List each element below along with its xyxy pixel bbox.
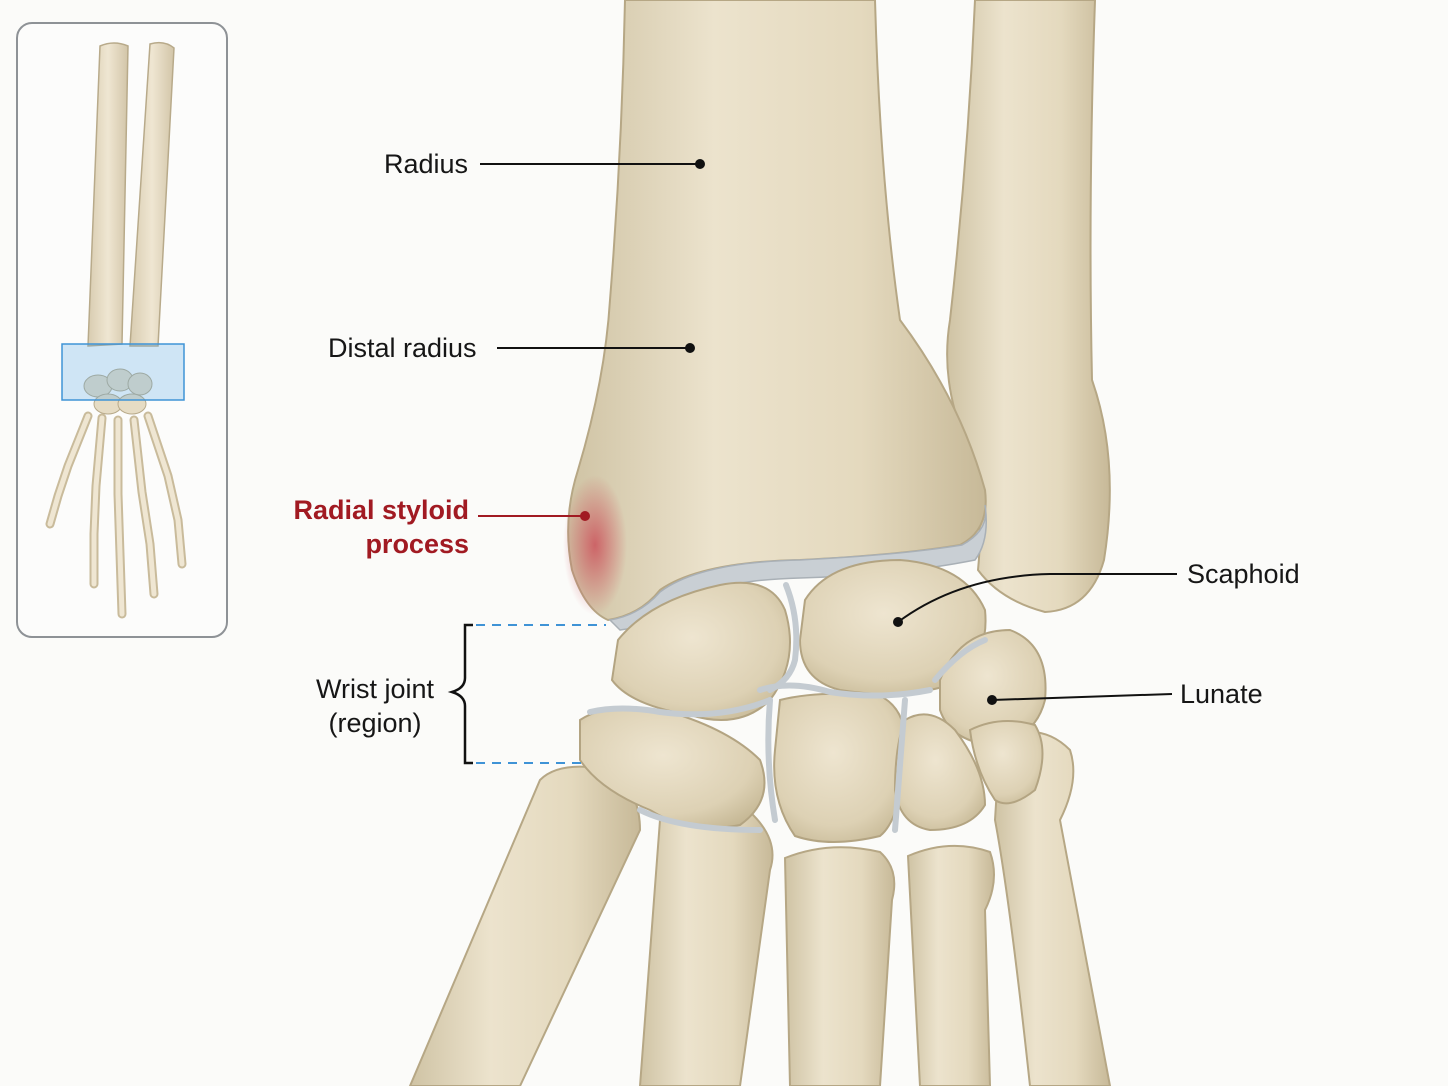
region-highlight-box	[61, 343, 185, 401]
bracket-icon	[447, 623, 606, 765]
radius-bone	[567, 0, 987, 622]
ulna-bone	[946, 0, 1111, 614]
lunate-bone	[939, 628, 1047, 747]
label-radius: Radius	[384, 149, 469, 179]
label-distal-radius: Distal radius	[328, 333, 477, 363]
label-wrist-joint: Wrist joint (region)	[300, 672, 450, 740]
label-radial-styloid-line2: process	[365, 529, 469, 559]
label-scaphoid: Scaphoid	[1187, 559, 1300, 589]
forearm-skeleton-icon	[45, 41, 187, 619]
styloid-highlight	[563, 475, 627, 615]
lunate-leader	[991, 693, 1173, 701]
label-wrist-joint-line2: (region)	[328, 708, 422, 738]
label-lunate: Lunate	[1180, 679, 1263, 709]
label-radial-styloid: Radial styloid process	[270, 493, 469, 561]
scaphoid-leader	[897, 573, 1177, 623]
label-radial-styloid-line1: Radial styloid	[293, 495, 469, 525]
label-wrist-joint-line1: Wrist joint	[315, 674, 435, 704]
overview-inset	[16, 22, 228, 638]
